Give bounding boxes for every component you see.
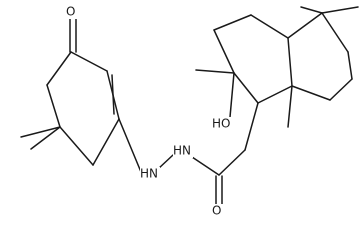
methyl-bond [321, 6, 359, 14]
methyl-bond [287, 85, 293, 128]
ketone-oxygen-label: O [66, 5, 75, 19]
bond [291, 85, 331, 101]
bond [218, 149, 246, 176]
bond [250, 14, 289, 39]
bond [321, 12, 349, 53]
structure-canvas: O HN H N HO O [20, 4, 359, 218]
molecule-drawing: O HN H N HO O [20, 5, 359, 218]
bond [191, 156, 220, 176]
hydrazide-linker [118, 118, 246, 205]
bond [287, 12, 323, 39]
atom-labels: O HN H N HO O [66, 5, 234, 218]
bond [92, 118, 120, 166]
methyl-bond [20, 126, 61, 138]
bond [213, 29, 235, 74]
bond [287, 37, 293, 87]
cyclohexenone-ring [20, 18, 120, 166]
decalin-rings [195, 6, 359, 151]
bond [213, 14, 252, 31]
bond [118, 118, 142, 173]
bond [233, 72, 259, 104]
bond [244, 102, 259, 151]
hydrazine-nh-right-label: H [173, 144, 182, 158]
bond [329, 78, 353, 101]
bond [347, 51, 353, 80]
bond [46, 84, 61, 128]
hydroxyl-bond [229, 72, 235, 118]
hydrazine-nh-left-label: HN [140, 167, 158, 181]
double-bond-inner [111, 74, 115, 115]
bond [70, 51, 108, 72]
bond [59, 126, 94, 166]
bond [46, 51, 72, 86]
bond [257, 85, 293, 104]
amide-oxygen-label: O [212, 204, 221, 218]
hydrazine-n-label: N [182, 144, 191, 158]
methyl-bond [30, 126, 61, 150]
bond [157, 154, 174, 170]
methyl-bond [195, 69, 235, 74]
hydroxyl-label: HO [212, 117, 230, 131]
methyl-bond [300, 6, 323, 14]
